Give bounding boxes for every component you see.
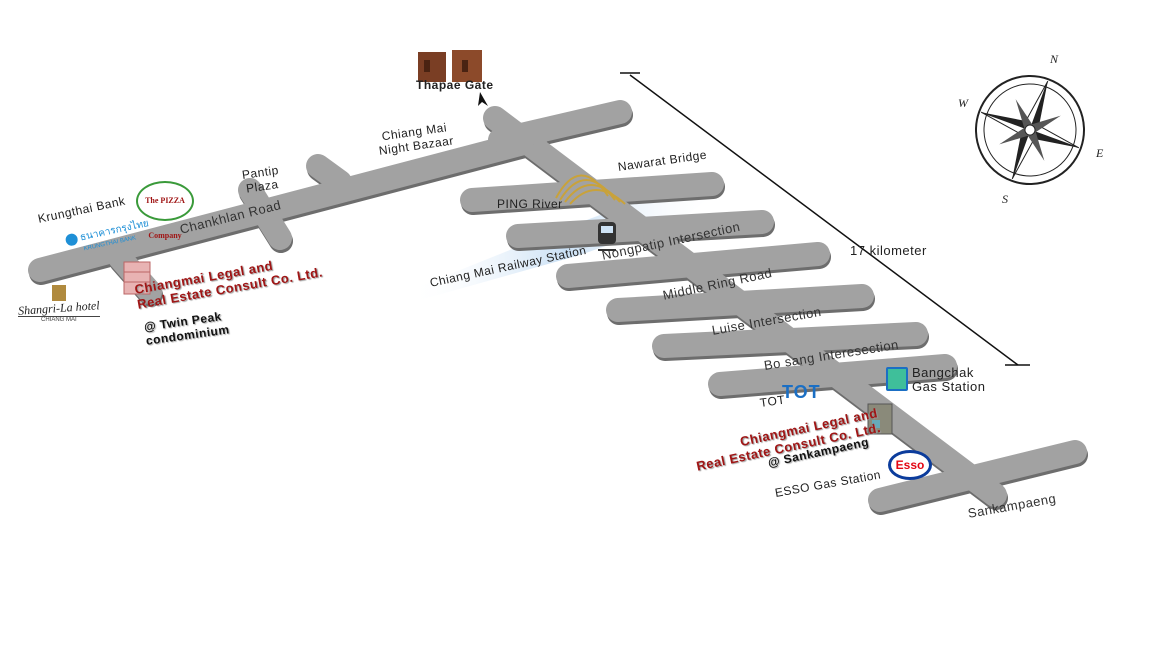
compass-w: W bbox=[958, 96, 969, 110]
pantip-label: Pantip Plaza bbox=[241, 162, 280, 196]
bangchak-label: Bangchak Gas Station bbox=[912, 365, 986, 394]
nawarat-bridge-icon bbox=[555, 174, 626, 205]
compass-s: S bbox=[1002, 192, 1009, 206]
train-icon bbox=[598, 222, 616, 251]
road-network bbox=[28, 100, 1088, 515]
cursor-arrow-icon bbox=[478, 92, 488, 106]
esso-logo: Esso bbox=[888, 450, 932, 480]
shangrila-logo: Shangri-La hotel CHIANG MAI bbox=[18, 285, 100, 323]
thapae-gate-icon bbox=[418, 50, 482, 82]
pizza-company-logo: The PIZZA Company bbox=[136, 181, 194, 240]
thapae-gate-label: Thapae Gate bbox=[416, 78, 494, 92]
bangchak-logo bbox=[886, 367, 908, 391]
compass-n: N bbox=[1050, 52, 1059, 66]
compass-rose-icon bbox=[975, 75, 1085, 185]
scale-label: 17 kilometer bbox=[850, 243, 927, 258]
scale-bar bbox=[620, 72, 1030, 366]
sankampaeng-building-icon bbox=[867, 403, 893, 435]
twin-peak-building-icon bbox=[123, 261, 151, 295]
compass-e: E bbox=[1096, 146, 1104, 160]
shangrila-emblem-icon bbox=[51, 285, 66, 301]
ping-river-label: PING River bbox=[497, 197, 563, 211]
tot-logo: TOT bbox=[782, 382, 821, 402]
